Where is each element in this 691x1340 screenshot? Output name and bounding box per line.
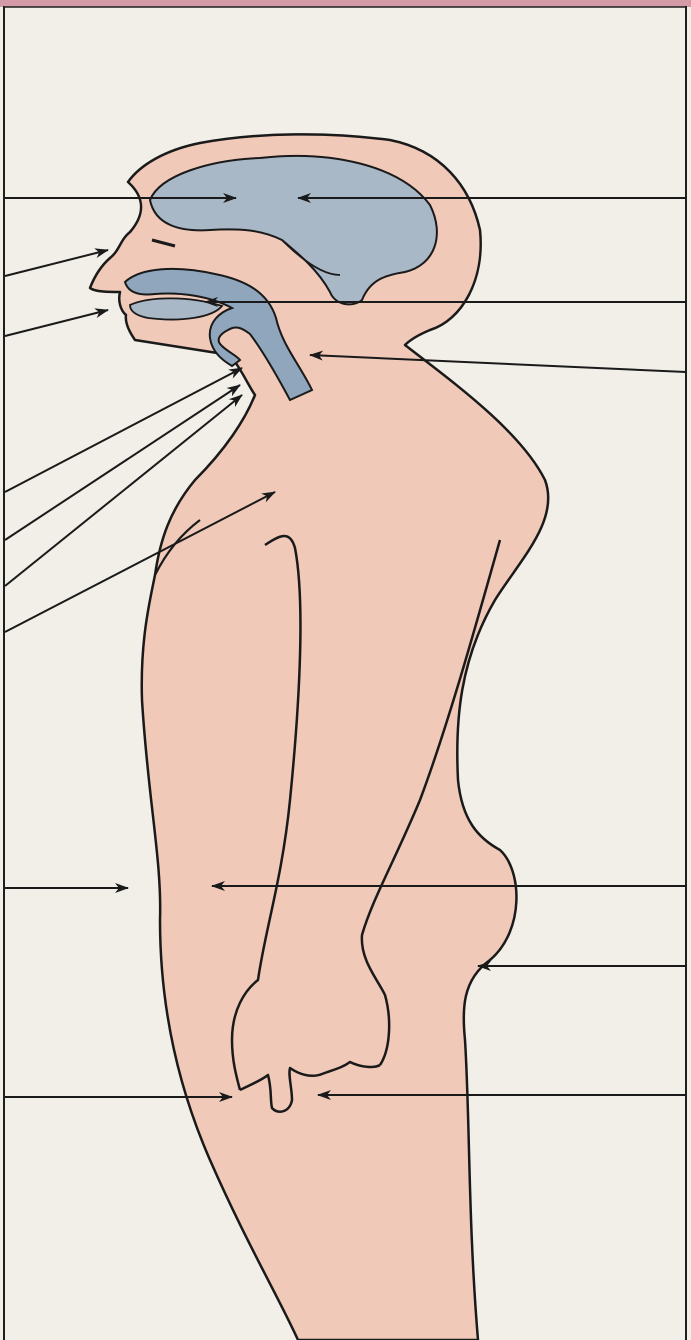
top-band xyxy=(0,0,691,7)
